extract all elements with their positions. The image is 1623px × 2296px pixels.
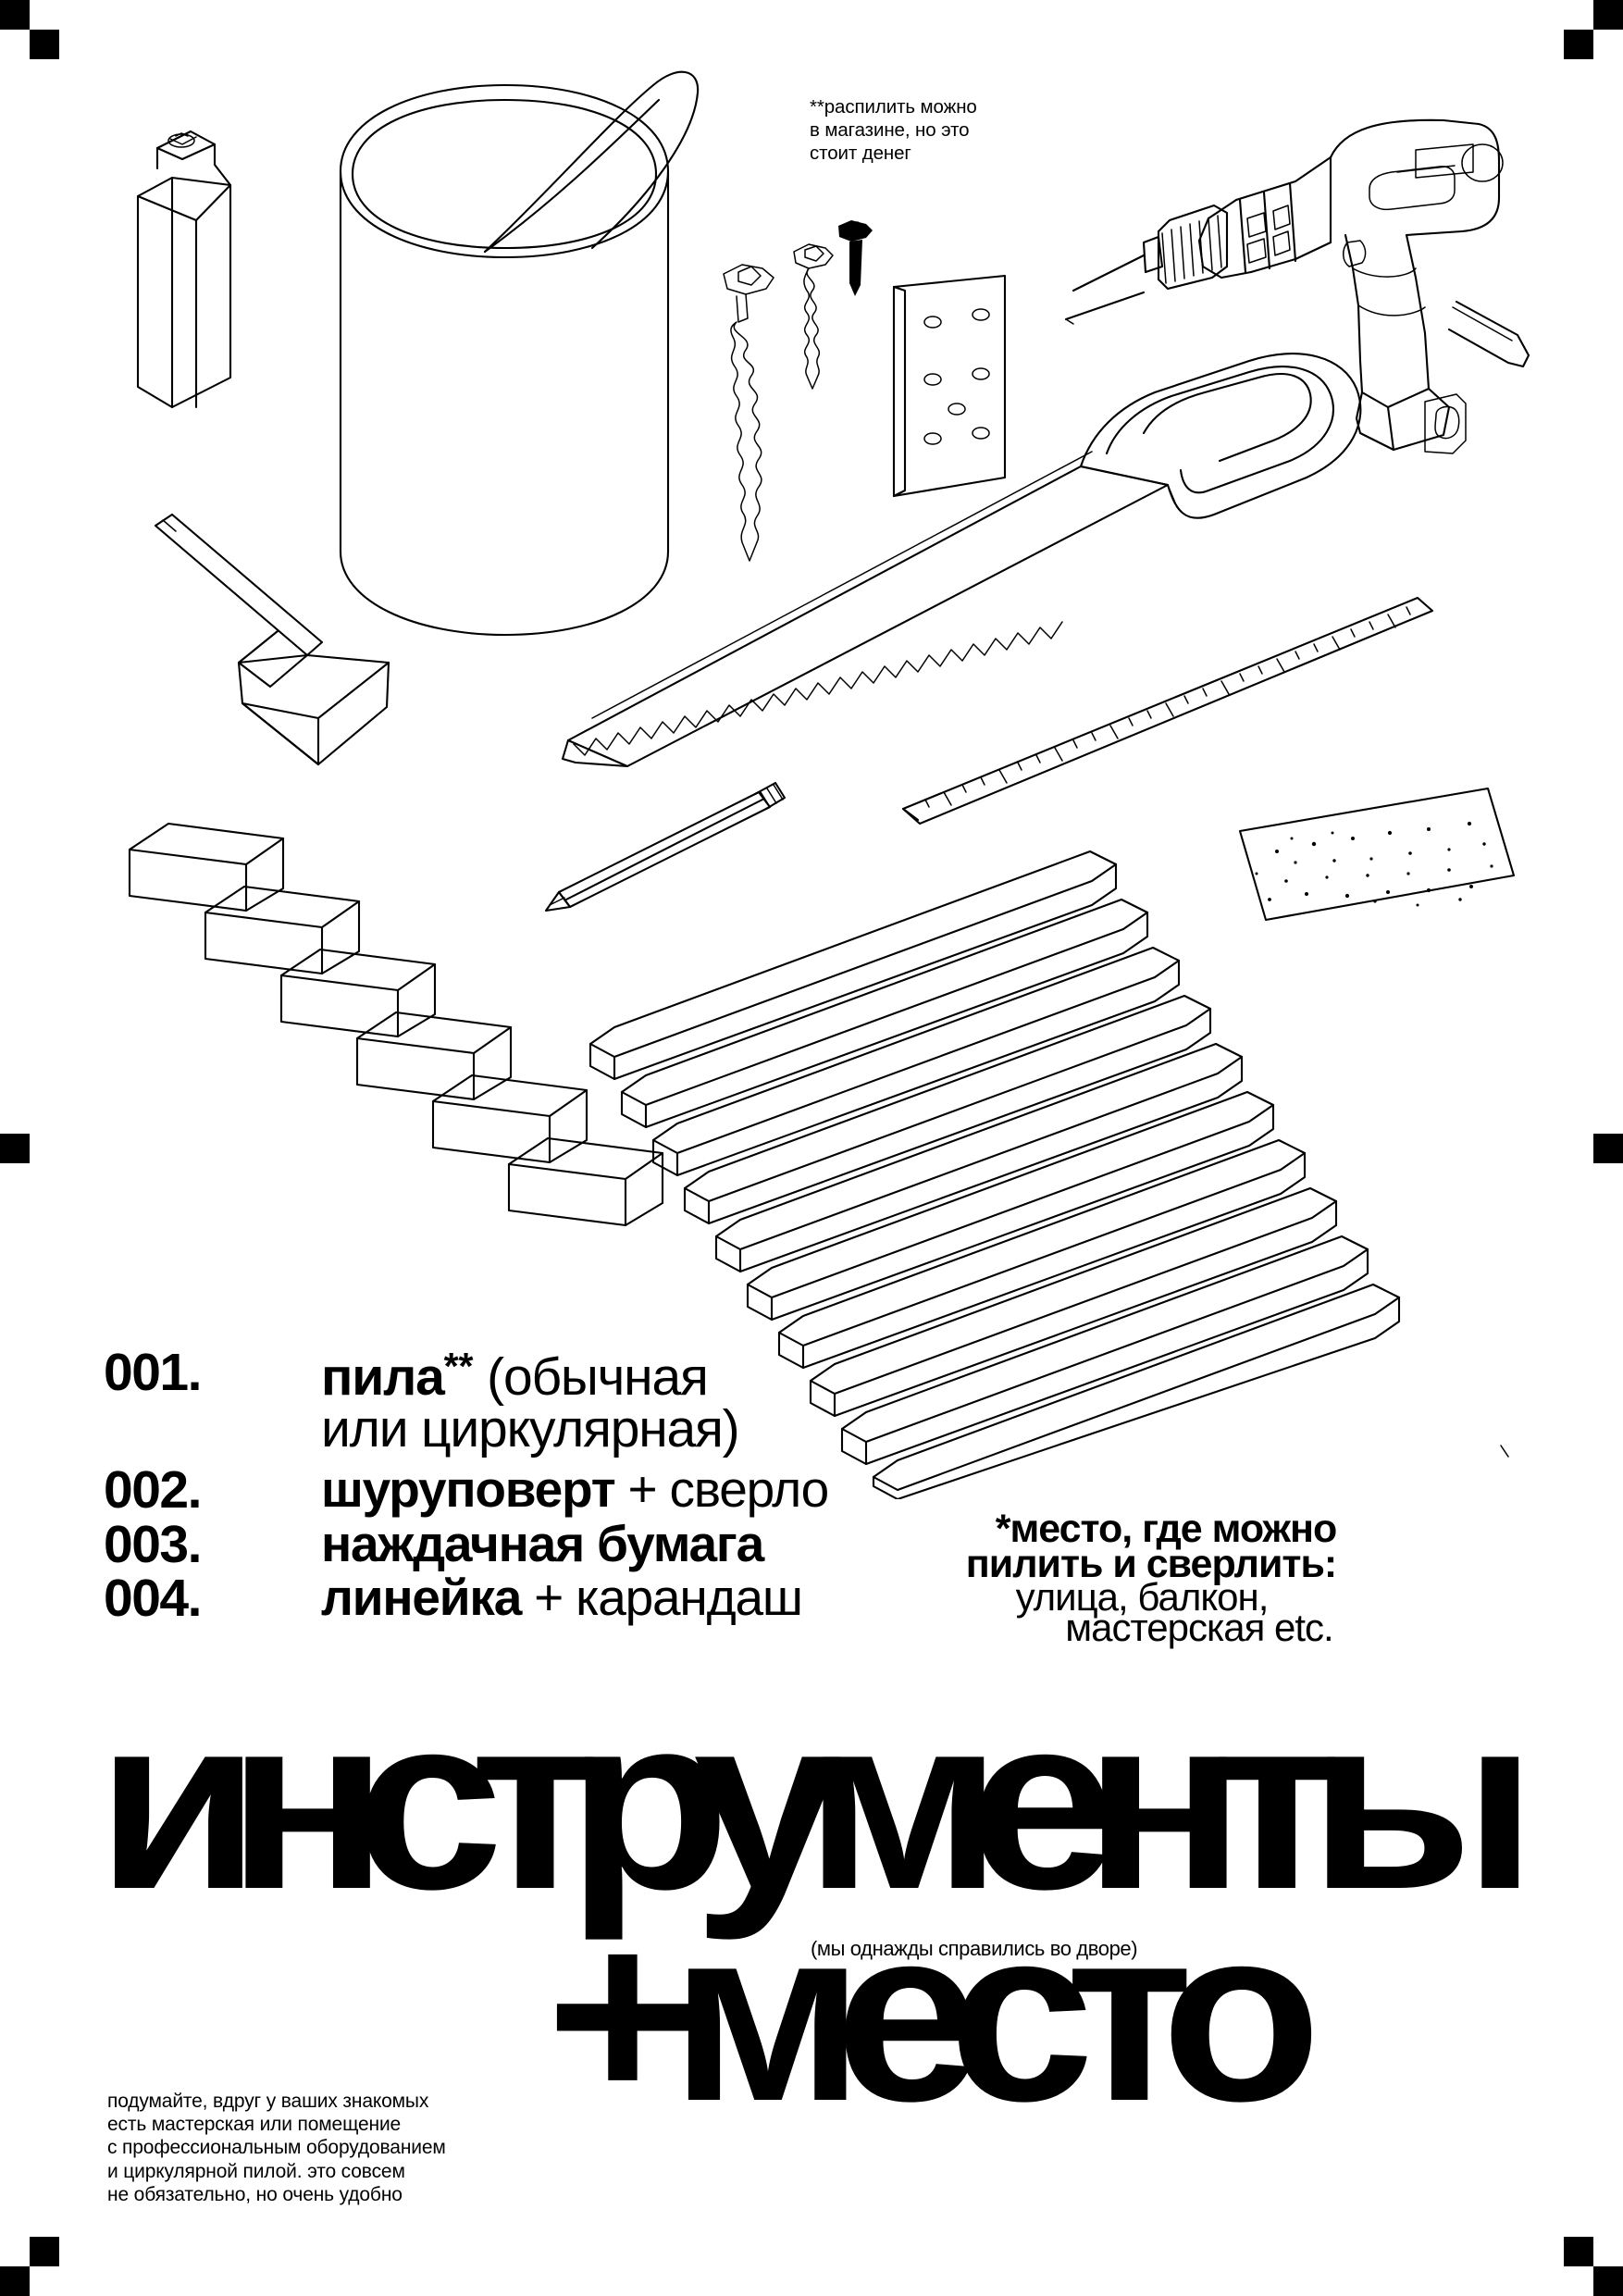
caption-courtyard: (мы однажды справились во дворе): [811, 1937, 1138, 1960]
crop-mark-bottom-right-b: [1564, 2237, 1593, 2266]
crop-mark-bottom-left-b: [30, 2237, 59, 2266]
list-item-name: наждачная бумага: [321, 1514, 764, 1572]
crop-mark-right-middle: [1593, 1134, 1623, 1163]
crop-mark-top-left-a: [0, 0, 30, 30]
note-saw-at-store: **распилить можно в магазине, но это сто…: [810, 96, 977, 164]
wood-slat: [872, 1283, 1401, 1499]
wood-screw-short-icon: [838, 220, 873, 296]
pencil-icon: [544, 781, 787, 912]
tools-list: 001. пила** (обычная или циркулярная) 00…: [104, 1347, 1084, 1629]
hand-saw-icon: [561, 353, 1362, 768]
paint-brush-icon: [154, 513, 390, 766]
headline-plus-mesto: +место: [546, 1875, 1321, 2153]
list-item: 001. пила** (обычная или циркулярная): [104, 1347, 1084, 1456]
wood-block: [355, 1011, 513, 1101]
list-item: 002. шуруповерт + сверло: [104, 1459, 1084, 1520]
sandpaper-sheet-icon: [1238, 787, 1516, 922]
headline-instrumenty: инструменты: [96, 1663, 1537, 1941]
stray-mark: [1500, 1445, 1509, 1458]
note-place-to-work: *место, где можно пилить и сверлить: ули…: [944, 1507, 1388, 1649]
spray-can-icon: [136, 130, 232, 409]
crop-mark-top-right-a: [1593, 0, 1623, 30]
paint-bucket-icon: [339, 70, 700, 637]
wood-block: [507, 1136, 664, 1227]
wood-slat: [714, 1042, 1244, 1273]
wood-slat: [620, 898, 1149, 1129]
note-place-line-4: мастерская etc.: [1065, 1605, 1333, 1649]
list-item-number: 001.: [104, 1343, 202, 1402]
crop-mark-bottom-right-a: [1593, 2266, 1623, 2296]
list-item: 003. наждачная бумага: [104, 1514, 1084, 1574]
wood-slats-group: [588, 850, 1401, 1499]
wood-screw-medium-icon: [793, 243, 834, 390]
wood-slat: [746, 1090, 1275, 1322]
wood-slat: [777, 1138, 1307, 1370]
crop-mark-left-middle: [0, 1134, 30, 1163]
list-item-number: 003.: [104, 1514, 202, 1574]
list-item-number: 002.: [104, 1459, 202, 1520]
list-item-rest-1: (обычная: [473, 1347, 709, 1408]
crop-mark-bottom-left-a: [0, 2266, 30, 2296]
cordless-drill-icon: [1072, 118, 1530, 454]
list-item-rest-1: + сверло: [614, 1459, 830, 1518]
list-item-value: линейка + карандаш: [321, 1572, 803, 1623]
note-place-line-1: *место, где можно: [995, 1507, 1338, 1551]
crop-mark-top-right-b: [1564, 30, 1593, 59]
mounting-plate-icon: [892, 274, 1007, 498]
ruler-icon: [901, 596, 1434, 825]
note-place-line-3: улица, балкон,: [1015, 1574, 1270, 1619]
note-workshop-tip: подумайте, вдруг у ваших знакомых есть м…: [107, 2091, 446, 2205]
wood-blocks-group: [128, 822, 664, 1227]
wood-screw-long-icon: [723, 264, 774, 562]
list-item-name: пила: [321, 1347, 445, 1408]
wood-slat: [809, 1186, 1338, 1418]
list-item-value: пила** (обычная или циркулярная): [321, 1345, 740, 1459]
wood-slat: [840, 1235, 1369, 1466]
drill-bit-icon: [1064, 291, 1146, 325]
list-item-value: наждачная бумага: [321, 1518, 764, 1570]
wood-slat: [651, 946, 1181, 1177]
list-item-rest-2: или циркулярная): [321, 1399, 740, 1459]
list-item-name: шуруповерт: [321, 1459, 616, 1518]
tools-illustration: [128, 70, 1530, 1499]
footnote-marker: **: [443, 1345, 474, 1387]
wood-slat: [588, 850, 1118, 1081]
crop-mark-top-left-b: [30, 30, 59, 59]
wood-block: [431, 1074, 588, 1164]
list-item: 004. линейка + карандаш: [104, 1569, 1084, 1629]
wood-slat: [683, 994, 1212, 1225]
note-place-line-2: пилить и сверлить:: [965, 1541, 1337, 1586]
wood-block: [128, 822, 285, 912]
list-item-rest-1: + карандаш: [521, 1569, 803, 1627]
list-item-value: шуруповерт + сверло: [321, 1463, 829, 1515]
list-item-name: линейка: [321, 1569, 522, 1627]
wood-block: [279, 948, 437, 1038]
wood-block: [204, 885, 361, 975]
list-item-number: 004.: [104, 1569, 202, 1629]
